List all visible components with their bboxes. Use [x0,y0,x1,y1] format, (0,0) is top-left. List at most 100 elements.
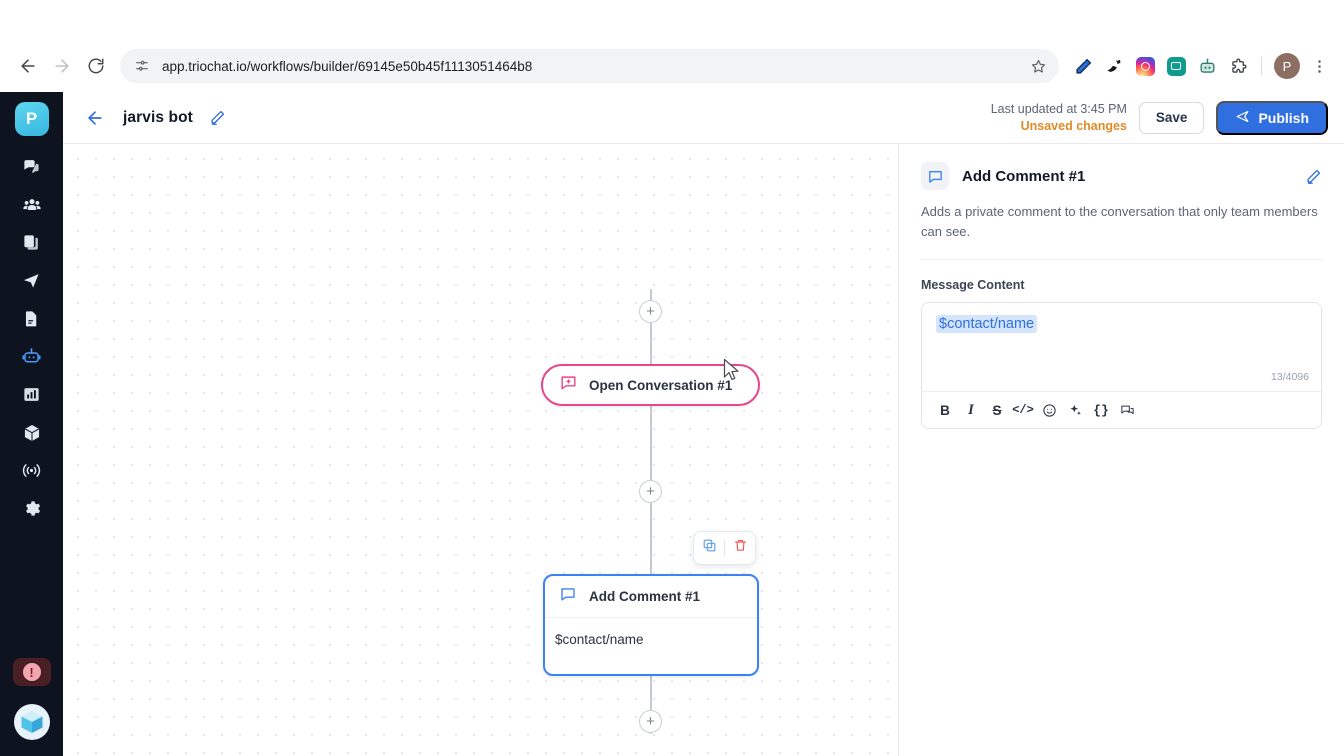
panel-description: Adds a private comment to the conversati… [921,202,1322,260]
sidebar-item-settings[interactable] [12,492,52,530]
panel-title-row: Add Comment #1 [921,162,1322,190]
message-content-label: Message Content [921,278,1025,292]
file-text-icon [22,309,41,333]
character-counter: 13/4096 [1271,371,1309,383]
node-add-comment[interactable]: Add Comment #1 $contact/name [543,574,759,676]
delete-node-button[interactable] [725,532,755,564]
robot-icon [21,346,42,372]
node-action-toolbar [693,531,756,565]
three-dot-menu-icon[interactable] [1306,52,1332,80]
profile-avatar[interactable]: P [1274,53,1300,79]
browser-toolbar: app.triochat.io/workflows/builder/69145e… [0,40,1344,92]
workspace-avatar[interactable]: P [14,102,49,136]
bar-chart-icon [22,385,41,409]
site-settings-icon[interactable] [134,58,150,74]
sidebar-item-broadcast-signal[interactable] [12,454,52,492]
header-actions: Last updated at 3:45 PM Unsaved changes … [991,100,1328,135]
message-editor-area[interactable]: $contact/name [922,303,1321,365]
variable-token[interactable]: $contact/name [936,315,1038,333]
url-text[interactable]: app.triochat.io/workflows/builder/69145e… [162,58,533,74]
node-add-comment-label: Add Comment #1 [589,589,701,604]
alert-exclamation-icon: ! [22,663,41,681]
variable-button[interactable]: {} [1093,402,1109,418]
cube-icon [22,423,42,448]
toolbar-divider [724,540,725,556]
chat-bubbles-icon [22,157,41,181]
sidebar-item-bots[interactable] [12,340,52,378]
connector-edge-bottom [650,664,652,734]
node-settings-panel: Add Comment #1 Adds a private comment to… [898,144,1344,756]
sidebar-item-templates[interactable] [12,302,52,340]
node-open-conversation[interactable]: Open Conversation #1 [541,364,760,406]
duplicate-node-button[interactable] [694,532,724,564]
address-bar[interactable]: app.triochat.io/workflows/builder/69145e… [120,49,1059,83]
add-node-button-bottom[interactable]: + [639,710,662,733]
chat-bubble-plus-icon [559,373,578,397]
panel-title: Add Comment #1 [962,167,1086,185]
code-button[interactable]: </> [1012,403,1034,417]
comment-bubble-icon [921,162,949,190]
message-content-section: Message Content $contact/name 13/4096 B … [899,260,1344,429]
trash-icon [733,538,748,558]
main-column: jarvis bot Last updated at 3:45 PM Unsav… [63,92,1344,756]
panel-header: Add Comment #1 Adds a private comment to… [899,144,1344,260]
strikethrough-button[interactable]: S [992,402,1002,418]
save-status: Last updated at 3:45 PM Unsaved changes [991,101,1127,135]
workflow-canvas[interactable]: + + + Open Conversation #1 [63,144,898,756]
back-arrow-icon[interactable] [12,50,44,82]
sidebar-item-documents[interactable] [12,226,52,264]
robot-extension-icon[interactable] [1193,52,1221,80]
comment-bubble-icon [559,585,577,608]
publish-button[interactable]: Publish [1216,100,1328,135]
sidebar-item-broadcasts[interactable] [12,264,52,302]
workflow-header: jarvis bot Last updated at 3:45 PM Unsav… [63,92,1344,144]
connector-edge-top [650,289,652,384]
italic-button[interactable]: I [968,401,974,418]
ai-sparkle-button[interactable] [1064,399,1086,421]
last-updated-text: Last updated at 3:45 PM [990,101,1127,116]
editor-toolbar: B I S </> {} [922,391,1321,428]
people-icon [22,195,42,220]
forward-arrow-icon[interactable] [46,50,78,82]
sidebar-item-integrations[interactable] [12,416,52,454]
add-node-button-top[interactable]: + [639,300,662,323]
sidebar-item-contacts[interactable] [12,188,52,226]
pencil-icon[interactable] [1305,168,1322,185]
save-button[interactable]: Save [1138,101,1205,134]
instagram-extension-icon[interactable] [1131,52,1159,80]
bold-button[interactable]: B [940,402,950,418]
application-window: P [0,92,1344,756]
sidebar-item-chats[interactable] [12,150,52,188]
3d-cube-logo[interactable] [13,704,50,740]
paper-plane-icon [22,271,41,295]
sidebar-item-analytics[interactable] [12,378,52,416]
template-button[interactable] [1116,399,1138,421]
extensions-area: P [1069,52,1332,80]
back-arrow-icon[interactable] [85,108,105,128]
dark-tool-extension-icon[interactable] [1100,52,1128,80]
teal-mail-extension-icon[interactable] [1162,52,1190,80]
message-editor[interactable]: $contact/name 13/4096 B I S </> [921,302,1322,429]
star-icon[interactable] [1030,58,1047,75]
send-icon [1235,109,1250,127]
toolbar-divider [1261,57,1262,75]
copy-documents-icon [22,233,41,257]
browser-tab-strip [0,0,1344,40]
node-open-conversation-label: Open Conversation #1 [589,377,733,393]
pencil-icon[interactable] [209,109,226,126]
workflow-body: + + + Open Conversation #1 [63,144,1344,756]
reload-icon[interactable] [80,50,112,82]
mouse-pointer-icon [723,358,740,387]
add-node-button-middle[interactable]: + [639,480,662,503]
unsaved-changes-text: Unsaved changes [1020,118,1127,133]
node-add-comment-body: $contact/name [555,632,644,647]
puzzle-extensions-icon[interactable] [1224,52,1252,80]
broadcast-signal-icon [21,460,42,486]
emoji-button[interactable] [1038,399,1060,421]
alert-badge[interactable]: ! [12,658,51,686]
page-title: jarvis bot [123,108,193,126]
pen-extension-icon[interactable] [1069,52,1097,80]
publish-label: Publish [1258,109,1309,126]
node-add-comment-header: Add Comment #1 [545,576,757,618]
copy-icon [702,538,717,558]
